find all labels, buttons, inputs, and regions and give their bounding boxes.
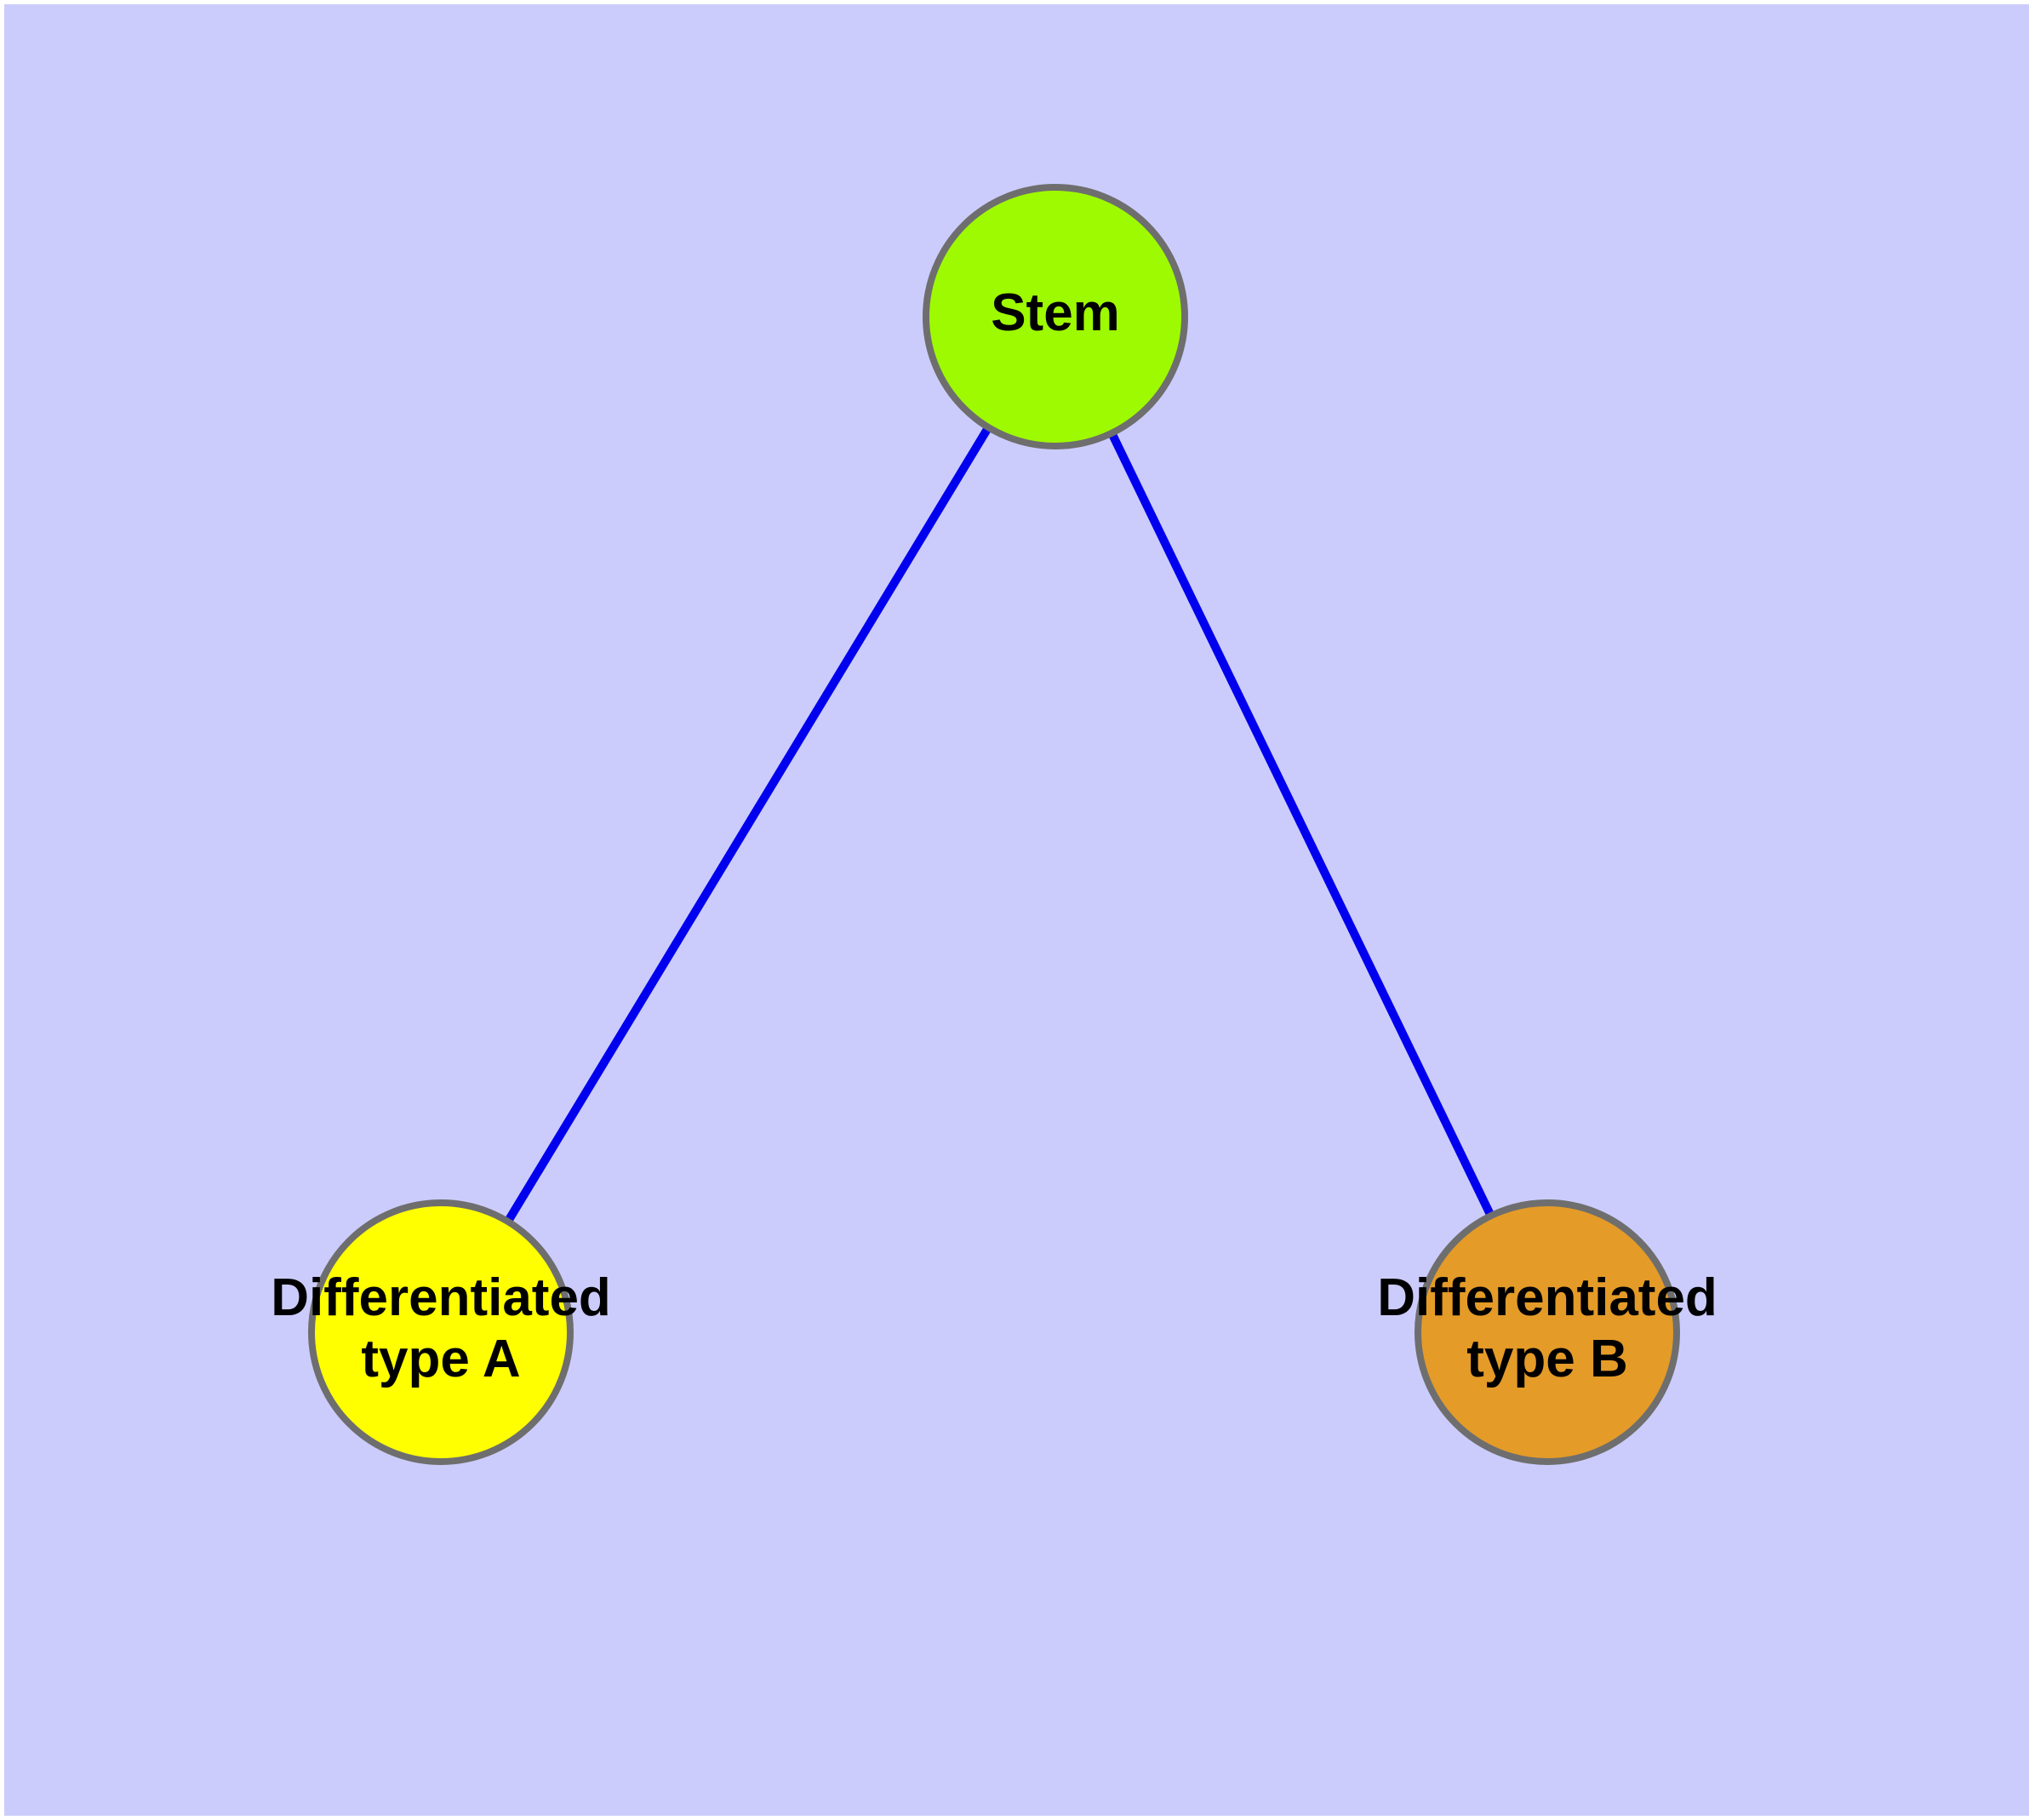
nodes-layer — [308, 184, 1680, 1465]
graph-node-label-line: type B — [1466, 1330, 1627, 1388]
graph-node-diff_b[interactable] — [1415, 1199, 1680, 1465]
graph-edge-stem-to-diff_a[interactable] — [437, 314, 1060, 1335]
graph-node-label-line: Differentiated — [271, 1268, 611, 1327]
graph-node-label-line: type A — [361, 1330, 520, 1388]
graph-node-label-line: Stem — [991, 283, 1120, 342]
graph-node-label-stem: Stem — [991, 283, 1120, 342]
edges-layer — [437, 314, 1552, 1335]
graph-edge-stem-to-diff_b[interactable] — [1051, 314, 1552, 1335]
graph-node-label-line: Differentiated — [1377, 1268, 1718, 1327]
graph-node-diff_a[interactable] — [308, 1199, 574, 1465]
graph-node-stem[interactable] — [923, 184, 1188, 449]
